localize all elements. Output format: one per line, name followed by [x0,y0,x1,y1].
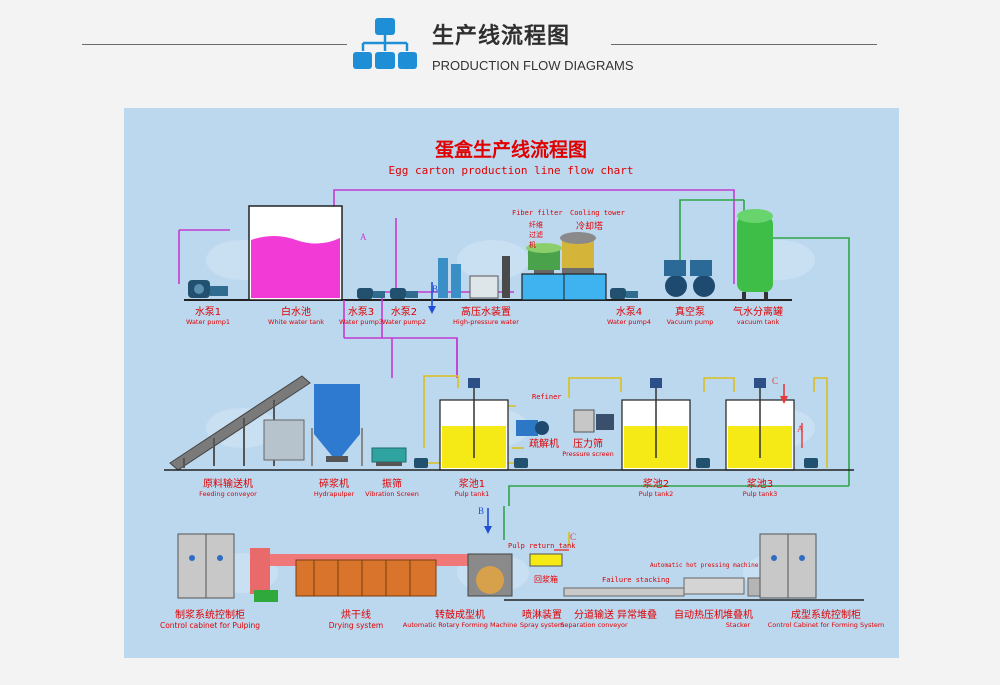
pulp-tank-2 [621,378,691,471]
forming-control-cabinet [759,533,817,599]
vacuum-pump [664,260,715,297]
water-pump-4 [610,288,638,299]
refiner [516,420,549,436]
green-pipes [503,199,850,528]
pulping-control-cabinet [177,533,235,599]
label-fiber-filter-en: Fiber filter [512,209,563,217]
label-auto-hot-pressing: Automatic hot pressing machine [650,562,759,569]
diagram-subtitle: Egg carton production line flow chart [388,164,634,177]
label-auto-hot-press: 自动热压机 [674,610,724,621]
cooling-tower [560,232,596,274]
high-pressure-water-unit [438,256,510,299]
pulp-tank-3 [725,378,795,471]
label-shujie-machine: 疏解机 [529,439,559,450]
letter-b-row1: B [432,284,439,294]
label-hui-jiang-xiang: 回浆箱 [534,575,558,584]
label-cooling-tower-en: Cooling tower [570,209,625,217]
feeding-conveyor [169,375,311,471]
hydrapulper [311,384,363,466]
flow-diagram-graphics [164,189,864,602]
letter-c-row3: C [570,532,577,542]
label-pulp-return-tank: Pulp return tank [508,542,576,550]
label-abnormal-stacking: 异常堆叠 [617,610,657,621]
pulp-tank-1 [439,378,509,471]
page-title: 生产线流程图 [432,24,571,49]
page-subtitle: PRODUCTION FLOW DIAGRAMS [432,58,634,73]
fiber-filter [526,243,562,276]
label-failure-stacking: Failure stacking [602,576,670,584]
row2-pumps [414,458,818,468]
label-fiber-filter-cn: 纤维过滤机 [529,221,543,249]
water-pump-1 [188,280,228,298]
vibration-screen [371,447,407,466]
drying-line [250,548,484,602]
water-pump-2 [390,288,418,299]
letter-b-row3: B [478,506,485,516]
hierarchy-icon [353,18,417,69]
label-cooling-tower-cn: 冷却塔 [576,222,604,232]
pressure-screen [573,409,614,433]
pink-pipes [178,189,735,378]
flow-diagram: 蛋盒生产线流程图 Egg carton production line flow… [124,108,899,658]
hot-pressing-machine [683,577,745,595]
diagram-title: 蛋盒生产线流程图 [434,139,588,161]
letter-c-row2: C [772,376,779,386]
letter-a-row2: A [797,424,804,434]
label-refiner: Refiner [532,393,562,401]
header-left-rule [82,44,347,45]
vacuum-tank [737,209,773,300]
water-pump-3 [357,288,385,299]
separation-conveyor [563,587,685,597]
header-right-rule [611,44,877,45]
pulp-return-tank [529,553,563,567]
rotary-forming-machine [467,553,513,597]
letter-a-row1: A [360,232,367,242]
